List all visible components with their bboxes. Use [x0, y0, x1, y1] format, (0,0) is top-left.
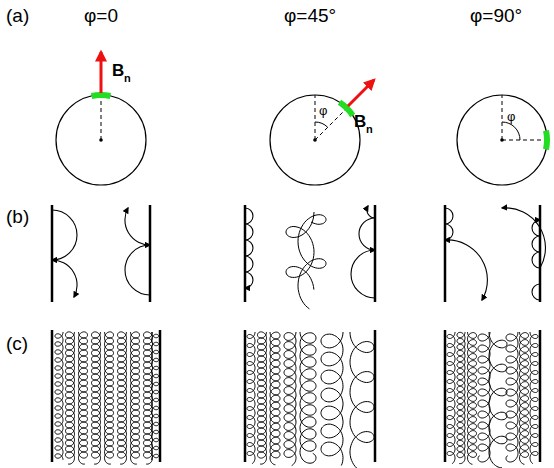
field-arrow [101, 52, 374, 106]
gyro-orbit [457, 332, 465, 464]
gyro-orbit [298, 215, 326, 309]
angle-symbol: φ [507, 110, 515, 123]
field-subscript: n [124, 73, 131, 84]
center-dots [99, 138, 504, 142]
gyro-orbit [258, 332, 267, 464]
gyro-orbit [300, 332, 316, 463]
gyro-orbit [447, 332, 455, 464]
angle-arcs [315, 122, 520, 140]
angle-title: φ=45° [284, 6, 336, 25]
gyro-orbit [79, 332, 88, 464]
gyro-orbit [489, 332, 507, 468]
angle-title: φ=0 [84, 6, 118, 25]
panel-letter: (a) [6, 6, 29, 25]
panel-letter: (c) [6, 334, 28, 353]
gyro-orbit [66, 332, 75, 464]
gyro-orbit [284, 332, 296, 466]
sample-circles [56, 95, 547, 185]
gyro-orbit [270, 332, 280, 465]
gyro-orbit [152, 332, 159, 460]
gyro-orbit [520, 332, 529, 464]
gyro-orbit [92, 332, 101, 464]
angle-title: φ=90° [470, 6, 522, 25]
gyro-orbit [118, 332, 127, 464]
field-symbol: B [112, 62, 124, 79]
orbits [52, 206, 545, 300]
gyro-orbit [286, 212, 314, 290]
gyro-orbit [247, 332, 255, 464]
gyro-orbit [55, 332, 63, 460]
field-subscript: n [366, 124, 373, 135]
gyro-orbit [530, 332, 538, 464]
gyro-orbit [468, 332, 477, 464]
gyro-orbit [478, 332, 490, 462]
gyro-orbit [506, 332, 518, 462]
field-symbol: B [354, 113, 366, 130]
radius-lines [101, 95, 547, 140]
panel-letter: (b) [6, 207, 29, 226]
gyro-loops [55, 212, 538, 468]
sample-patch [92, 95, 547, 149]
gyro-orbit [131, 332, 140, 464]
gyro-orbit [350, 332, 374, 468]
angle-symbol: φ [319, 104, 327, 117]
gyro-orbit [321, 332, 343, 466]
gyro-orbit [105, 332, 114, 464]
